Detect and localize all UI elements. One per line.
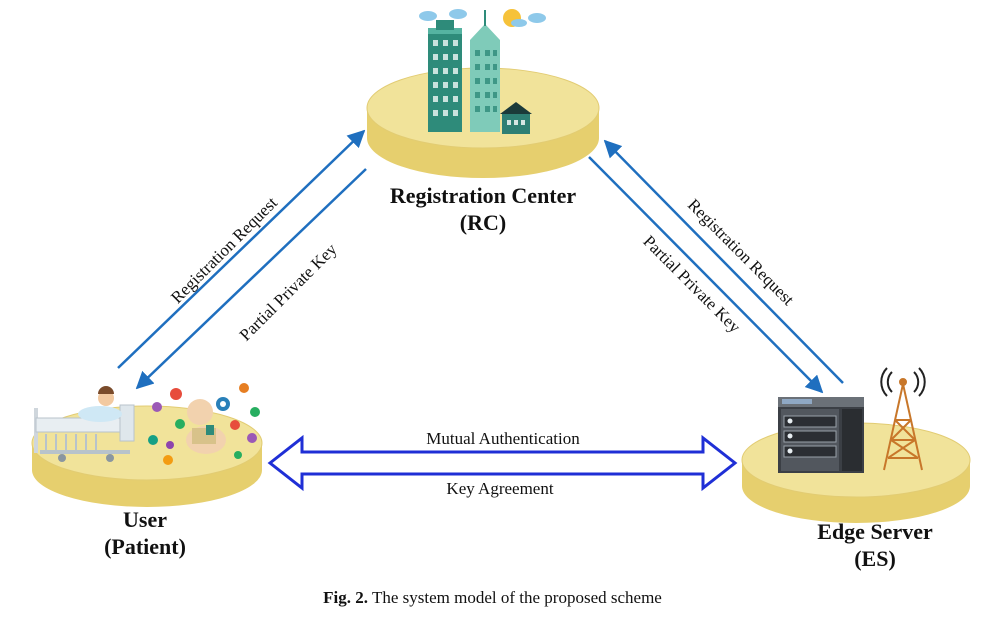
server-rack-icon: [778, 397, 864, 473]
figure-caption-number: Fig. 2.: [323, 588, 369, 607]
city-buildings-icon: [428, 10, 532, 134]
es-label: Edge Server (ES): [790, 518, 960, 572]
edge-label-mutual-auth: Mutual Authentication: [426, 429, 580, 448]
hospital-bed-icon: [34, 386, 135, 462]
edge-label-user-rc-request: Registration Request: [167, 193, 281, 307]
arrow-es-to-rc: [603, 139, 844, 384]
arrow-user-to-rc: [117, 129, 366, 369]
app-icons: [148, 383, 260, 465]
user-label: User (Patient): [80, 506, 210, 560]
sun-icon: [503, 9, 527, 27]
user-label-role: (Patient): [104, 534, 186, 559]
edge-label-key-agreement: Key Agreement: [446, 479, 553, 498]
cloud-icon: [419, 9, 546, 23]
es-label-name: Edge Server: [817, 519, 933, 544]
figure-caption: Fig. 2. The system model of the proposed…: [0, 588, 985, 608]
patient-child-icon: [186, 399, 226, 454]
rc-label-name: Registration Center: [389, 183, 577, 208]
user-platform: [31, 405, 263, 507]
figure-caption-text: The system model of the proposed scheme: [371, 588, 662, 607]
arrow-rc-to-es: [588, 156, 824, 394]
rc-label-abbr: (RC): [459, 210, 507, 235]
mutual-auth-double-arrow: [267, 434, 738, 492]
es-label-abbr: (ES): [854, 546, 896, 571]
edge-label-rc-user-key: Partial Private Key: [236, 239, 341, 344]
radio-tower-icon: [880, 367, 926, 471]
arrow-rc-to-user: [135, 168, 367, 390]
user-label-name: User: [123, 507, 167, 532]
rc-label: Registration Center (RC): [343, 182, 623, 236]
